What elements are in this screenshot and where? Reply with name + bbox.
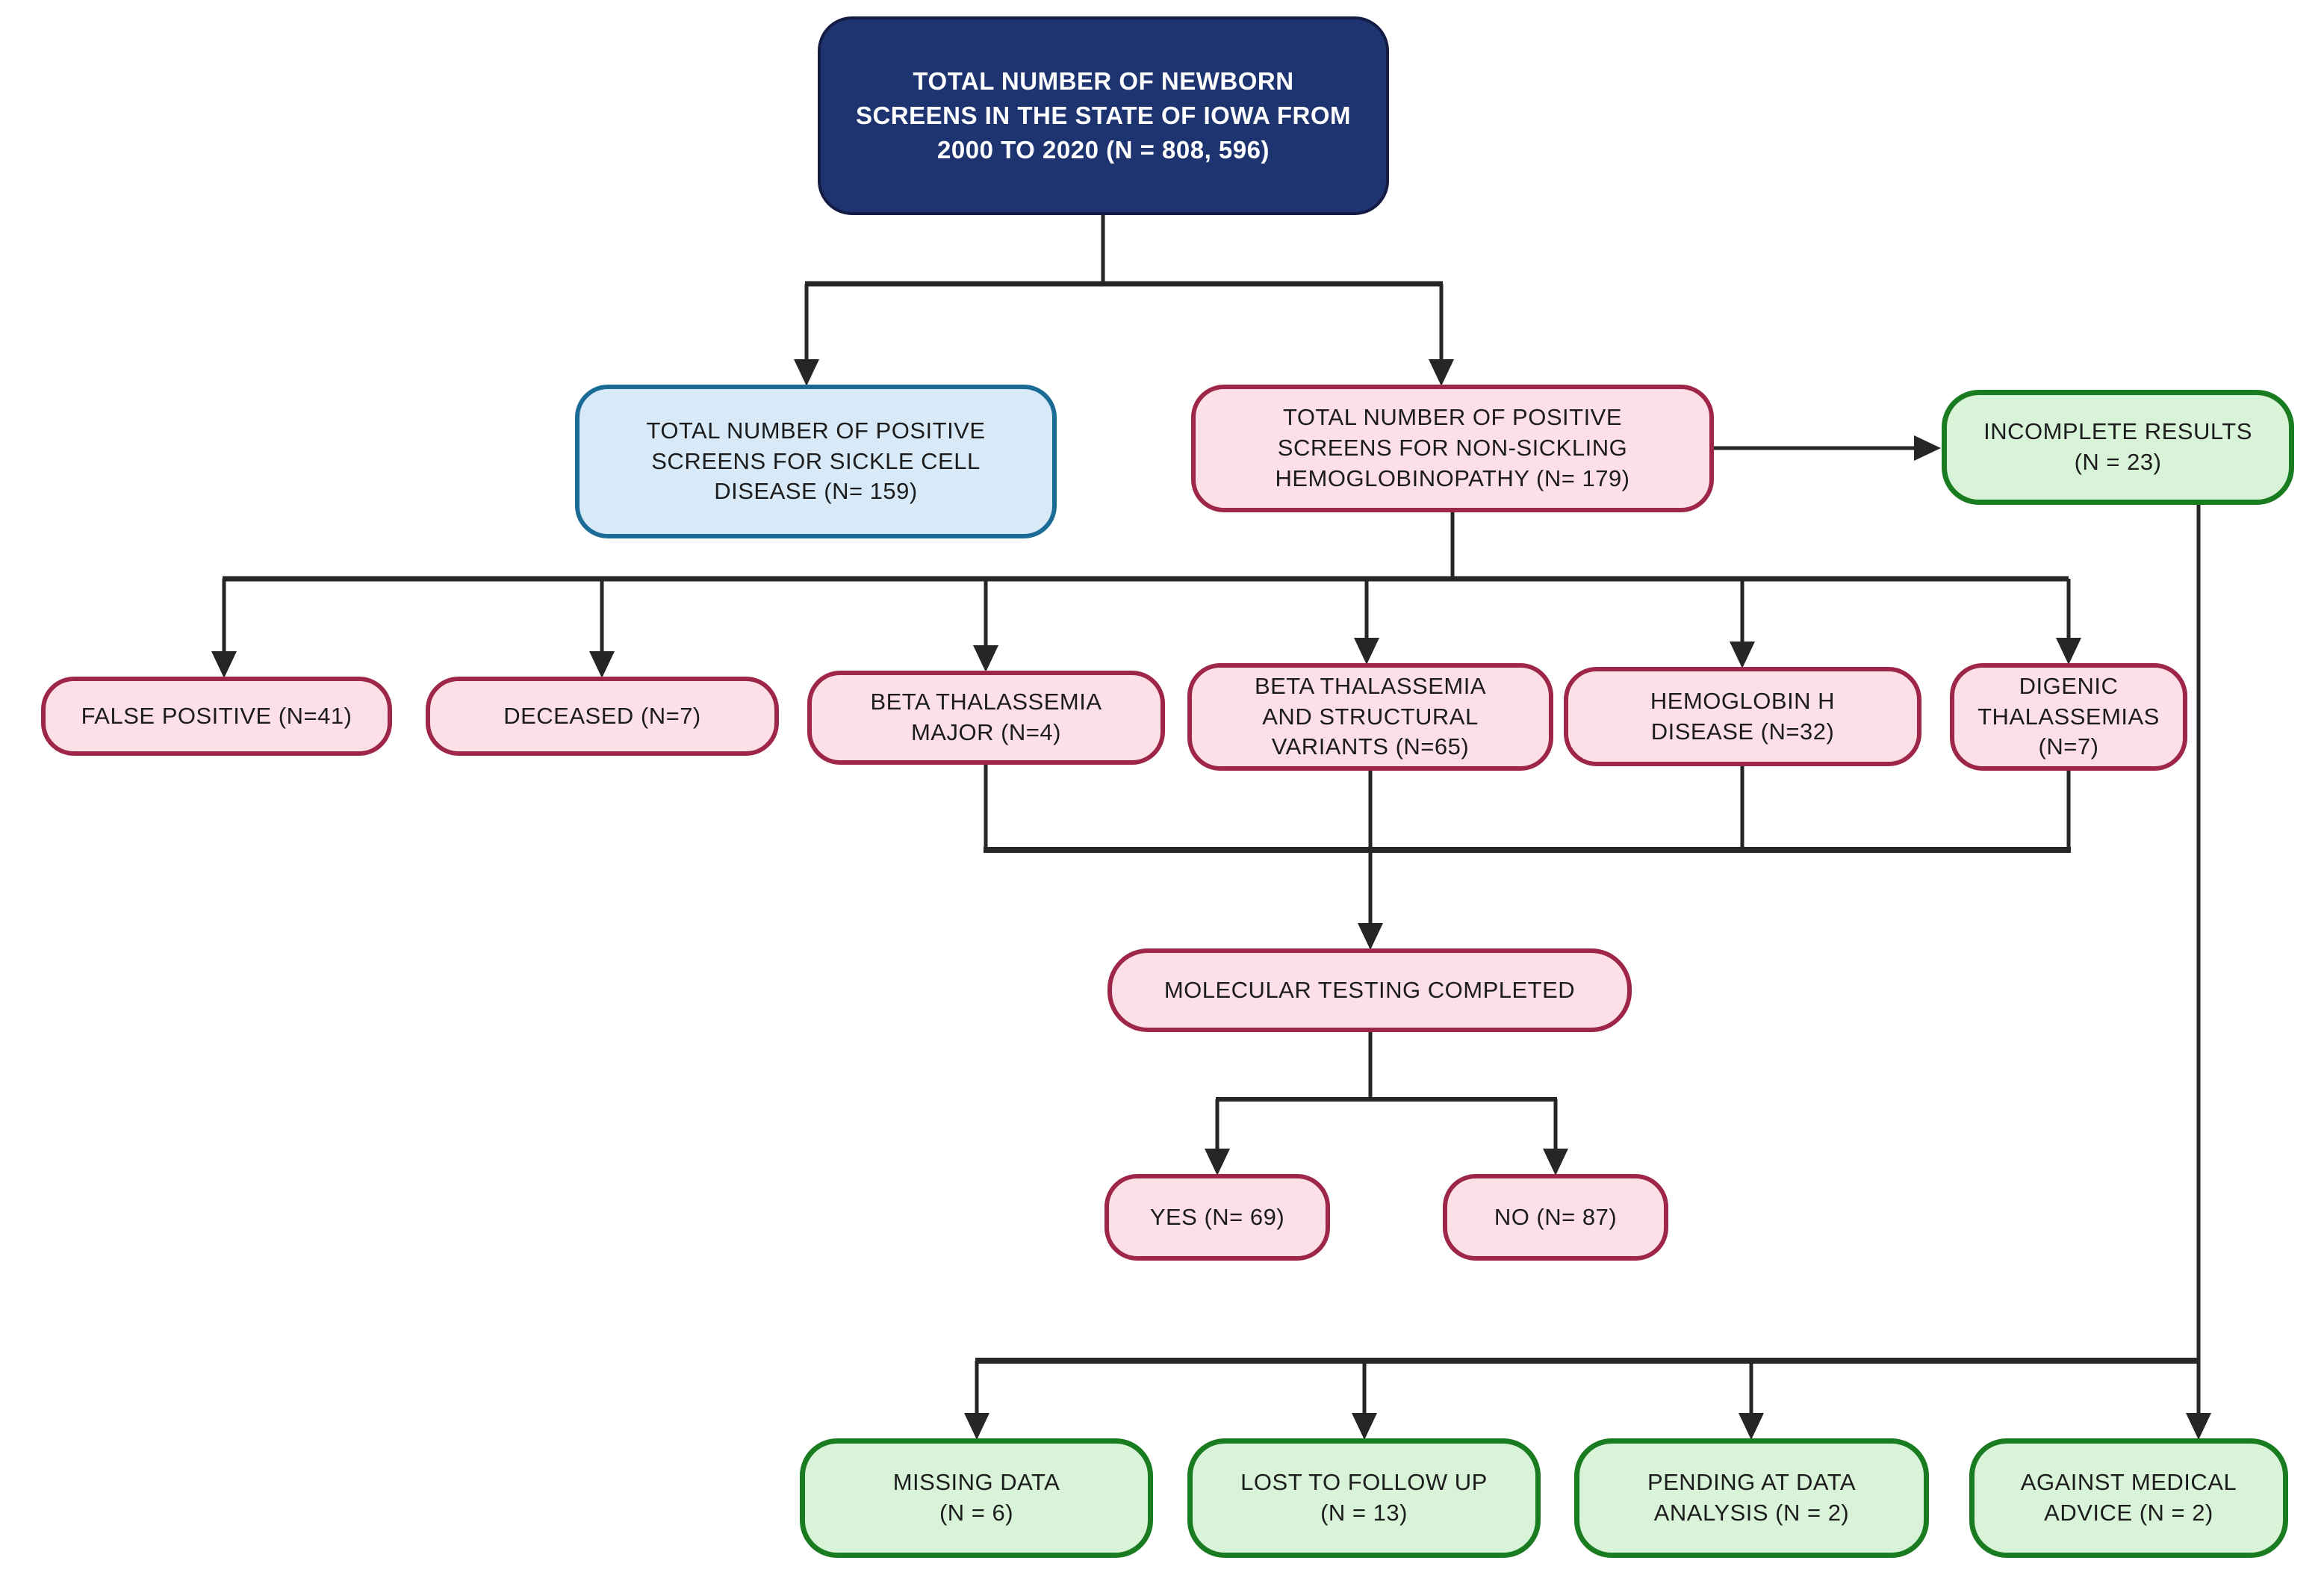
- node-lost-to-follow-up: LOST TO FOLLOW UP (N = 13): [1187, 1438, 1541, 1558]
- node-molecular-testing-completed: MOLECULAR TESTING COMPLETED: [1107, 948, 1632, 1032]
- node-total-newborn-screens: TOTAL NUMBER OF NEWBORN SCREENS IN THE S…: [818, 16, 1389, 215]
- node-deceased: DECEASED (N=7): [426, 677, 779, 756]
- node-missing-data: MISSING DATA (N = 6): [800, 1438, 1153, 1558]
- node-non-sickling-positive: TOTAL NUMBER OF POSITIVE SCREENS FOR NON…: [1191, 385, 1714, 512]
- node-pending-data-analysis: PENDING AT DATA ANALYSIS (N = 2): [1574, 1438, 1929, 1558]
- node-against-medical-advice: AGAINST MEDICAL ADVICE (N = 2): [1969, 1438, 2288, 1558]
- node-incomplete-results: INCOMPLETE RESULTS (N = 23): [1942, 390, 2294, 505]
- node-sickle-cell-positive: TOTAL NUMBER OF POSITIVE SCREENS FOR SIC…: [575, 385, 1057, 538]
- node-molecular-yes: YES (N= 69): [1104, 1174, 1330, 1261]
- node-beta-thal-structural-variants: BETA THALASSEMIA AND STRUCTURAL VARIANTS…: [1187, 663, 1553, 771]
- node-beta-thalassemia-major: BETA THALASSEMIA MAJOR (N=4): [807, 671, 1165, 765]
- node-false-positive: FALSE POSITIVE (N=41): [41, 677, 392, 756]
- node-hemoglobin-h-disease: HEMOGLOBIN H DISEASE (N=32): [1564, 667, 1921, 766]
- node-digenic-thalassemias: DIGENIC THALASSEMIAS (N=7): [1950, 663, 2187, 771]
- node-molecular-no: NO (N= 87): [1443, 1174, 1668, 1261]
